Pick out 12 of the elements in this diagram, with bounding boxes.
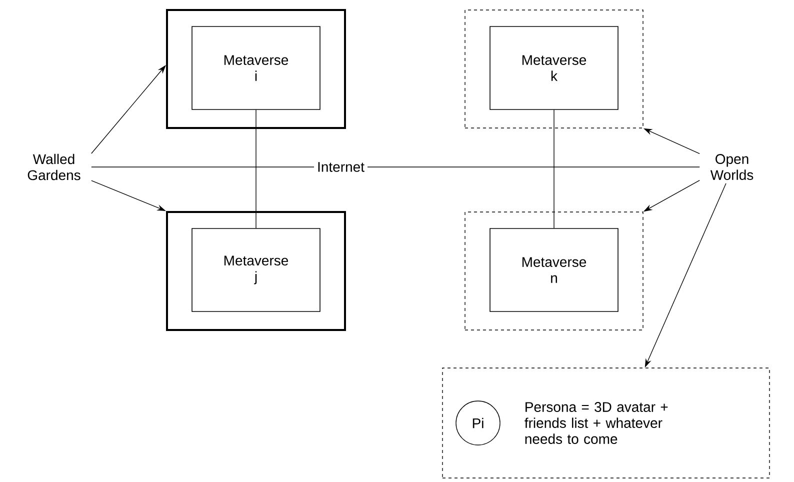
- outer-frame: [464, 212, 644, 330]
- connector-line: [91, 166, 700, 168]
- outer-frame: [166, 9, 346, 129]
- outer-frame: [166, 211, 346, 331]
- metaverse-box: Metaverse i: [192, 26, 320, 110]
- metaverse-box: Metaverse n: [490, 228, 618, 312]
- callout-text: Walled Gardens: [28, 154, 80, 180]
- edge-label: Internet: [314, 159, 368, 175]
- metaverse-box: Metaverse k: [490, 26, 618, 110]
- callout-text: Open Worlds: [710, 154, 754, 180]
- outer-frame: [464, 10, 644, 128]
- metaverse-box: Metaverse j: [192, 228, 320, 312]
